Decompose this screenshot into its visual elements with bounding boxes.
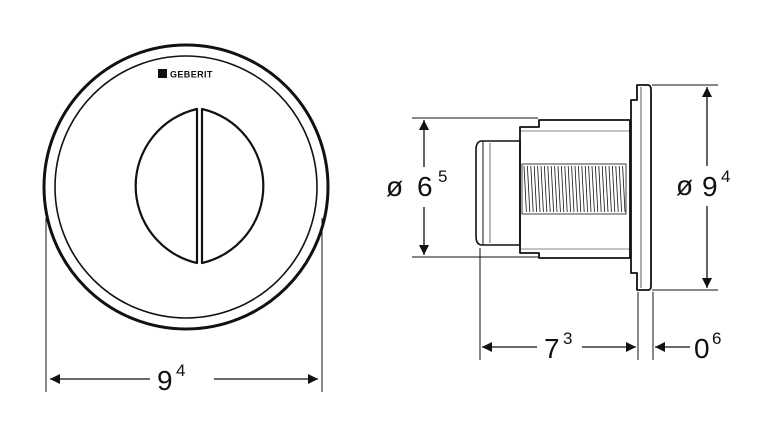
housing-body	[519, 119, 631, 259]
inner-diameter-fraction: 5	[438, 167, 447, 186]
thread-lines	[523, 165, 626, 213]
outer-diameter-value: 9	[702, 171, 718, 202]
actuator-nub	[475, 140, 521, 246]
inner-diameter-symbol: ø	[386, 171, 403, 202]
thread-section	[521, 163, 627, 215]
inner-diameter-value: 6	[417, 171, 433, 202]
flange	[630, 84, 652, 291]
front-view: GEBERIT 9 4	[42, 43, 330, 396]
body-depth-fraction: 3	[563, 329, 572, 348]
side-view: ø 9 4 ø 6 5 7 3 0 6	[386, 84, 730, 364]
outer-ring	[42, 43, 330, 331]
inner-ring	[54, 55, 318, 319]
brand-logo-text: GEBERIT	[170, 70, 213, 80]
flange-thickness-dimension: 0 6	[652, 292, 721, 364]
body-depth-dimension: 7 3	[479, 248, 639, 364]
front-width-dimension: 9 4	[45, 218, 323, 396]
outer-diameter-symbol: ø	[676, 170, 693, 201]
small-flush-button	[134, 107, 199, 265]
front-width-value: 9	[157, 365, 173, 396]
flange-thickness-fraction: 6	[712, 329, 721, 348]
thread-outline	[521, 163, 627, 215]
outer-diameter-dimension: ø 9 4	[652, 84, 730, 291]
inner-diameter-dimension: ø 6 5	[386, 117, 538, 258]
body-depth-value: 7	[544, 333, 560, 364]
large-flush-button	[200, 107, 265, 265]
brand-logo: GEBERIT	[158, 69, 213, 80]
brand-logo-mark	[158, 69, 167, 78]
flange-thickness-value: 0	[694, 333, 710, 364]
front-width-fraction: 4	[176, 361, 185, 380]
outer-diameter-fraction: 4	[721, 167, 730, 186]
